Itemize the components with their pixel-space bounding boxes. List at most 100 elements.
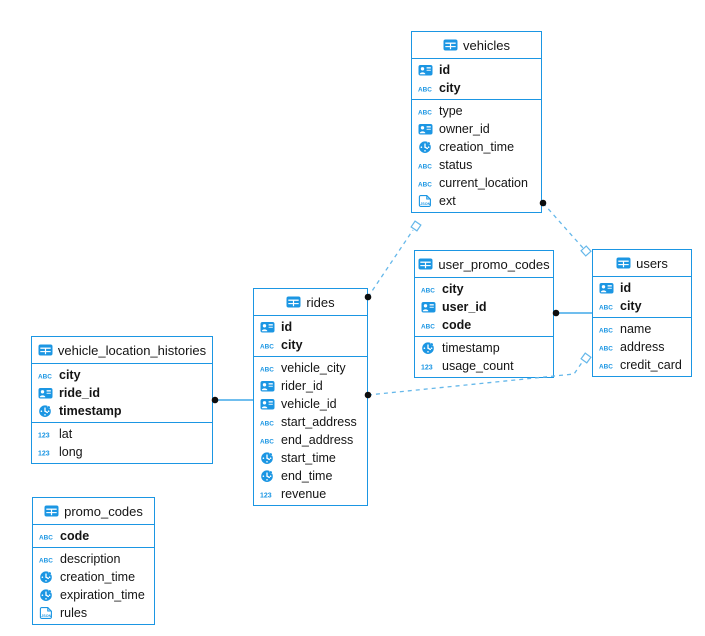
time-icon — [260, 469, 276, 483]
table-header[interactable]: rides — [254, 289, 367, 316]
field-row-user_id[interactable]: user_id — [415, 298, 553, 316]
svg-text:JSON: JSON — [420, 202, 430, 206]
key-fields-section: ABC code — [33, 525, 154, 548]
relationship-square-endpoint — [580, 352, 592, 364]
uuid-icon — [421, 300, 437, 314]
table-header[interactable]: user_promo_codes — [415, 251, 553, 278]
relationship-square-endpoint — [410, 220, 422, 232]
field-row-creation_time[interactable]: creation_time — [33, 568, 154, 586]
uuid-icon — [599, 281, 615, 295]
field-row-ride_id[interactable]: ride_id — [32, 384, 212, 402]
field-name: rider_id — [281, 379, 323, 393]
field-name: end_time — [281, 469, 333, 483]
table-header[interactable]: users — [593, 250, 691, 277]
field-row-start_time[interactable]: start_time — [254, 449, 367, 467]
field-row-owner_id[interactable]: owner_id — [412, 120, 541, 138]
field-row-code[interactable]: ABC code — [33, 527, 154, 545]
uuid-icon — [418, 63, 434, 77]
field-name: timestamp — [442, 341, 500, 355]
field-name: start_time — [281, 451, 336, 465]
field-row-rider_id[interactable]: rider_id — [254, 377, 367, 395]
field-row-timestamp[interactable]: timestamp — [415, 339, 553, 357]
time-icon — [421, 341, 437, 355]
svg-text:ABC: ABC — [260, 439, 274, 446]
table-header[interactable]: vehicle_location_histories — [32, 337, 212, 364]
table-header[interactable]: vehicles — [412, 32, 541, 59]
text-icon: ABC — [260, 362, 276, 374]
field-row-creation_time[interactable]: creation_time — [412, 138, 541, 156]
field-row-description[interactable]: ABC description — [33, 550, 154, 568]
field-name: lat — [59, 427, 73, 441]
field-name: id — [620, 281, 632, 295]
field-name: address — [620, 340, 665, 354]
fields-section: ABC description creation_time expiration_… — [33, 548, 154, 624]
text-icon: ABC — [418, 159, 434, 171]
field-name: description — [60, 552, 121, 566]
svg-text:ABC: ABC — [421, 324, 435, 331]
field-name: vehicle_id — [281, 397, 337, 411]
svg-text:ABC: ABC — [260, 421, 274, 428]
table-header[interactable]: promo_codes — [33, 498, 154, 525]
text-icon: ABC — [418, 105, 434, 117]
table-name: vehicle_location_histories — [57, 342, 207, 358]
relationship-vehicle_location_histories-rides — [211, 396, 254, 404]
field-name: code — [60, 529, 90, 543]
svg-text:ABC: ABC — [599, 364, 613, 371]
field-row-vehicle_city[interactable]: ABC vehicle_city — [254, 359, 367, 377]
field-name: city — [59, 368, 81, 382]
relationship-square-endpoint — [580, 245, 592, 257]
svg-text:ABC: ABC — [421, 288, 435, 295]
field-row-timestamp[interactable]: timestamp — [32, 402, 212, 420]
field-row-id[interactable]: id — [412, 61, 541, 79]
text-icon: ABC — [260, 434, 276, 446]
field-row-vehicle_id[interactable]: vehicle_id — [254, 395, 367, 413]
field-name: revenue — [281, 487, 327, 501]
field-name: vehicle_city — [281, 361, 346, 375]
svg-text:ABC: ABC — [39, 535, 53, 542]
time-icon — [39, 570, 55, 584]
field-row-id[interactable]: id — [254, 318, 367, 336]
field-row-end_time[interactable]: end_time — [254, 467, 367, 485]
field-row-id[interactable]: id — [593, 279, 691, 297]
field-row-expiration_time[interactable]: expiration_time — [33, 586, 154, 604]
json-icon: JSON — [418, 194, 434, 208]
text-icon: ABC — [39, 553, 55, 565]
relationship-line — [367, 229, 414, 298]
table-promo_codes[interactable]: promo_codes ABC code ABC description creat… — [32, 497, 155, 625]
text-icon: ABC — [260, 416, 276, 428]
field-name: long — [59, 445, 83, 459]
field-name: creation_time — [60, 570, 136, 584]
